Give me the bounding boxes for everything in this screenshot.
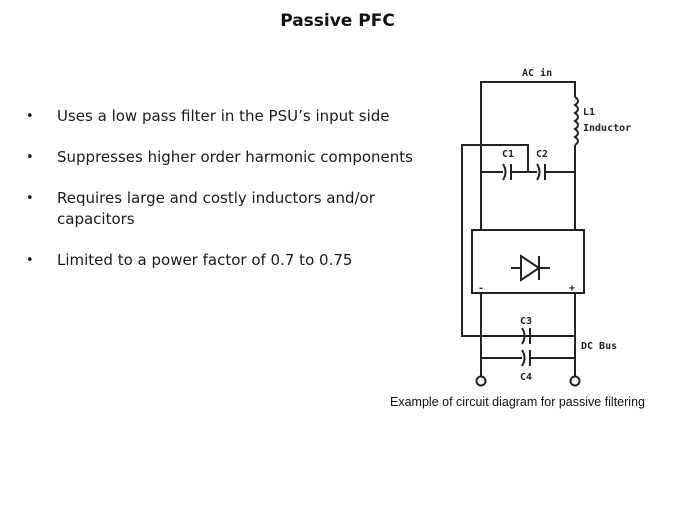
label-ac-in: AC in [522,67,552,79]
wire-ac-top [480,81,576,145]
bullet-icon: • [26,150,34,165]
label-l1: L1 [583,107,595,118]
capacitor-c2-icon [536,163,546,181]
label-c4: C4 [520,372,532,383]
circuit-svg: AC in L1 Inductor C1 C2 - + C3 C4 DC Bus [461,67,631,387]
inductor-l1-icon [573,96,579,146]
bullet-text: Uses a low pass filter in the PSU’s inpu… [57,107,390,125]
label-c3: C3 [520,316,532,327]
circuit-diagram: AC in L1 Inductor C1 C2 - + C3 C4 DC Bus [440,60,660,395]
label-minus: - [478,283,484,294]
bullet-icon: • [26,191,34,206]
diode-icon [511,254,550,282]
label-c2: C2 [536,149,548,160]
capacitor-c3-icon [521,327,531,345]
capacitor-c4-icon [521,349,531,367]
wire-c-top [481,144,529,172]
slide-title: Passive PFC [280,11,395,31]
bullet-icon: • [26,253,34,268]
terminal-minus-icon [475,375,487,387]
bullet-item: • Requires large and costly inductors and… [26,188,416,230]
capacitor-c1-icon [502,163,512,181]
bullet-item: • Limited to a power factor of 0.7 to 0.7… [26,250,416,271]
terminal-plus-icon [569,375,581,387]
bullet-icon: • [26,109,34,124]
bullet-text: Requires large and costly inductors and/… [57,189,375,228]
bullet-item: • Suppresses higher order harmonic compon… [26,147,416,168]
bullet-text: Limited to a power factor of 0.7 to 0.75 [57,251,353,269]
diagram-caption: Example of circuit diagram for passive f… [390,395,645,409]
bullet-item: • Uses a low pass filter in the PSU’s inp… [26,106,416,127]
label-plus: + [569,283,575,294]
rectifier-box [471,229,585,294]
label-dc-bus: DC Bus [581,341,617,352]
label-c1: C1 [502,149,514,160]
label-inductor: Inductor [583,123,631,134]
bullet-list: • Uses a low pass filter in the PSU’s inp… [26,106,416,291]
wire-outer-left [461,144,575,337]
bullet-text: Suppresses higher order harmonic compone… [57,148,413,166]
